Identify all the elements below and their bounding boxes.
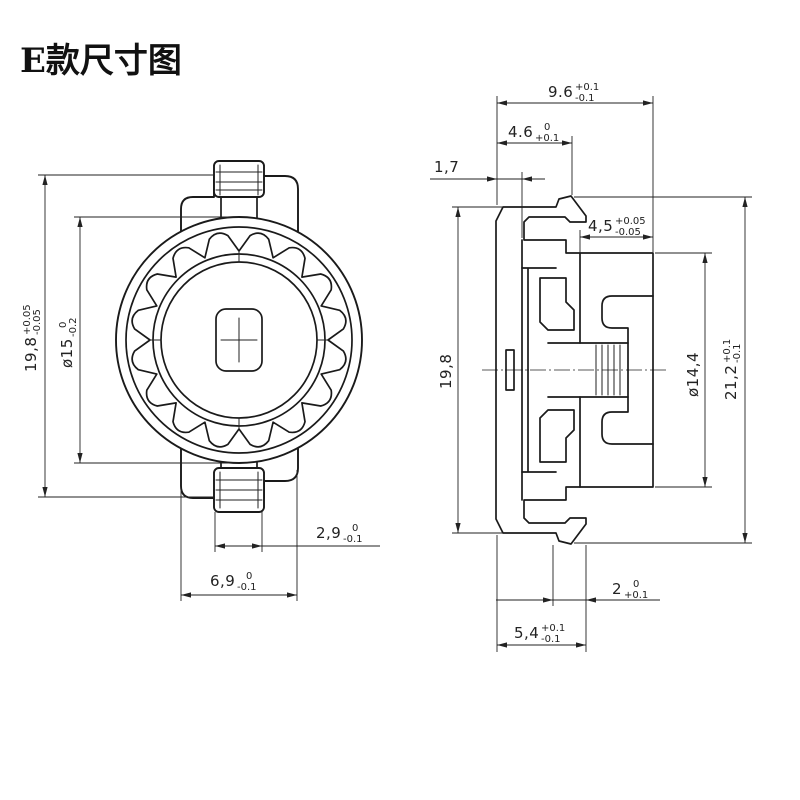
tolerance-upper: +0.05 — [615, 216, 646, 227]
dim-value: 2,9 — [316, 524, 341, 542]
center-slot — [215, 308, 263, 372]
dim-value: ø15 — [58, 338, 76, 368]
tolerance-lower: -0.1 — [732, 343, 743, 363]
top-clip-ribs — [215, 164, 263, 196]
tolerance-upper: +0.05 — [22, 304, 33, 335]
dim-hook-offset: 4.6 0 +0.1 — [497, 122, 573, 195]
dim-diameter: ø15 0 -0.2 — [58, 216, 239, 464]
contact-channel — [521, 267, 557, 371]
tolerance-lower: -0.2 — [68, 317, 79, 337]
dim-value: 19,8 — [22, 337, 40, 372]
tolerance-upper: 0 — [58, 322, 69, 328]
tolerance-lower: -0.1 — [541, 634, 561, 645]
dim-body-diameter: ø14,4 — [655, 252, 712, 488]
dim-label: 19,8 — [437, 354, 455, 389]
dim-value: 19,8 — [437, 354, 455, 389]
dim-label: 2 0 +0.1 — [612, 579, 648, 601]
tolerance-upper: 0 — [246, 571, 252, 582]
dim-value: 2 — [612, 580, 622, 598]
dim-overall-height: 19,8 +0.05 -0.05 — [22, 174, 214, 498]
inner-ring — [125, 226, 353, 454]
side-view: 9.6 +0.1 -0.1 4.6 0 +0.1 1,7 — [430, 82, 752, 652]
extension-lines — [74, 216, 239, 464]
dim-value: 4.6 — [508, 123, 533, 141]
dim-hook-reach: 5,4 +0.1 -0.1 — [496, 535, 586, 652]
extension-lines — [496, 96, 654, 252]
tolerance-upper: 0 — [544, 122, 550, 133]
dim-label: ø15 0 -0.2 — [58, 317, 79, 368]
spring-contact — [539, 277, 575, 331]
tolerance-upper: +0.1 — [541, 623, 565, 634]
dim-hook-width: 2 0 +0.1 — [496, 545, 660, 652]
body-cavity — [601, 295, 654, 344]
tolerance-lower: +0.1 — [624, 590, 648, 601]
center-crosshair — [220, 317, 258, 363]
tolerance-upper: +0.1 — [722, 339, 733, 363]
extension-lines — [180, 470, 298, 601]
bottom-clip — [213, 467, 265, 513]
dim-hook-span: 21,2 +0.1 -0.1 — [574, 196, 752, 544]
tolerance-lower: +0.1 — [535, 133, 559, 144]
dim-label: 2,9 0 -0.1 — [316, 523, 363, 545]
dim-label: 1,7 — [434, 158, 459, 176]
extension-lines — [574, 196, 752, 544]
dim-label: 4.6 0 +0.1 — [508, 122, 559, 144]
side-view-half-profile — [495, 195, 654, 371]
extension-lines — [38, 174, 214, 498]
mirrored-profile — [495, 369, 654, 545]
dim-label: 9.6 +0.1 -0.1 — [548, 82, 599, 104]
dim-body-depth: 4,5 +0.05 -0.05 — [579, 216, 653, 252]
dim-label: 21,2 +0.1 -0.1 — [722, 339, 743, 400]
tolerance-lower: -0.05 — [32, 309, 43, 335]
center-stub — [547, 342, 629, 371]
tolerance-upper: +0.1 — [575, 82, 599, 93]
tolerance-upper: 0 — [352, 523, 358, 534]
tolerance-lower: -0.05 — [615, 227, 641, 238]
bottom-clip-ribs — [215, 471, 263, 509]
top-clip — [213, 160, 265, 198]
tolerance-lower: -0.1 — [575, 93, 595, 104]
dim-flange-height: 19,8 — [437, 206, 503, 534]
stub-hatch — [595, 344, 621, 371]
drawing-title: E款尺寸图 — [20, 41, 182, 81]
dim-value: 5,4 — [514, 624, 539, 642]
dim-clip-width: 2,9 0 -0.1 — [214, 512, 380, 552]
dim-value: 9.6 — [548, 83, 573, 101]
front-view: 19,8 +0.05 -0.05 ø15 0 -0.2 2,9 0 -0.1 — [22, 160, 380, 601]
dim-label: 19,8 +0.05 -0.05 — [22, 304, 43, 372]
dim-value: 6,9 — [210, 572, 235, 590]
flange-boss — [505, 349, 515, 371]
dim-label: ø14,4 — [684, 352, 702, 397]
dim-value: ø14,4 — [684, 352, 702, 397]
dim-value: 1,7 — [434, 158, 459, 176]
side-view-mirrored-half — [495, 369, 654, 545]
dim-label: 6,9 0 -0.1 — [210, 571, 257, 593]
dim-base-width: 6,9 0 -0.1 — [180, 470, 298, 601]
dim-overall-depth: 9.6 +0.1 -0.1 — [496, 82, 654, 252]
dim-label: 5,4 +0.1 -0.1 — [514, 623, 565, 645]
tolerance-lower: -0.1 — [237, 582, 257, 593]
dim-value: 21,2 — [722, 365, 740, 400]
gear-teeth — [131, 232, 347, 448]
dim-flange-thickness: 1,7 — [430, 158, 545, 238]
center-marks — [150, 251, 328, 429]
dim-label: 4,5 +0.05 -0.05 — [588, 216, 646, 238]
outer-profile — [495, 195, 654, 371]
top-clip-body — [213, 160, 265, 198]
dim-value: 4,5 — [588, 217, 613, 235]
tolerance-upper: 0 — [633, 579, 639, 590]
tolerance-lower: -0.1 — [343, 534, 363, 545]
